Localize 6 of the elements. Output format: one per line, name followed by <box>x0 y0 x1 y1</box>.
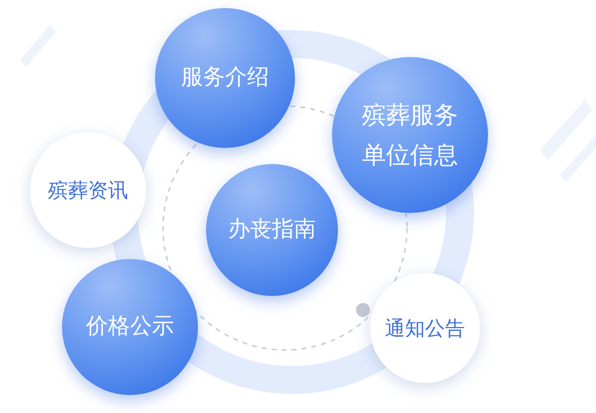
node-label: 殡葬资讯 <box>48 177 128 204</box>
node-label: 服务介绍 <box>181 64 269 92</box>
node-label: 价格公示 <box>86 313 174 341</box>
node-label: 殡葬服务单位信息 <box>362 100 458 171</box>
node-label: 通知公告 <box>385 315 465 342</box>
node-label: 办丧指南 <box>228 216 316 244</box>
